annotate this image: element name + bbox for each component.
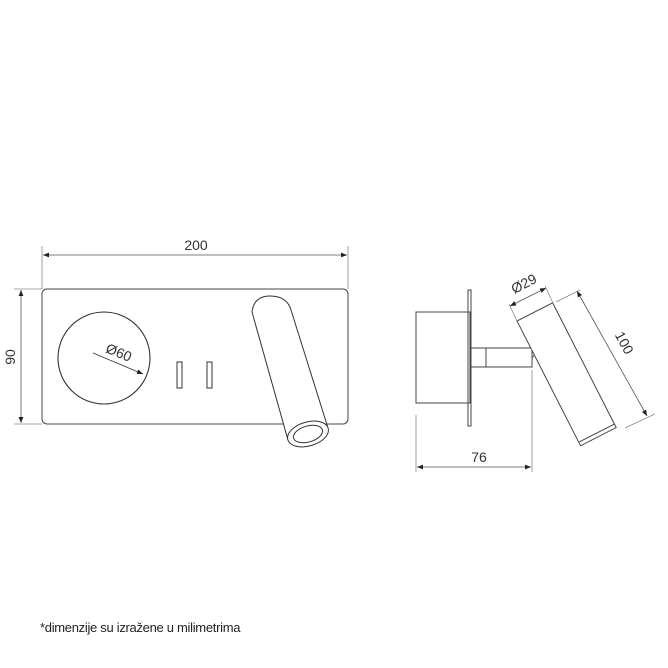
width-label: 200 — [184, 237, 208, 253]
diameter-leader — [92, 352, 144, 375]
lamp-tube — [251, 295, 329, 448]
tube-length-label: 100 — [612, 329, 637, 357]
extension-line — [624, 413, 656, 429]
lamp-arm — [470, 347, 533, 368]
tube-length-dimension-line — [576, 290, 648, 417]
side-view: Ø29 100 76 — [415, 270, 656, 472]
extension-line — [544, 285, 554, 304]
units-footnote: *dimenzije su izražene u milimetrima — [40, 620, 241, 635]
depth-label: 76 — [471, 449, 487, 465]
extension-line — [508, 303, 518, 322]
charger-circle — [57, 311, 151, 405]
tube-diameter-dimension-line — [509, 287, 547, 307]
height-label: 90 — [2, 349, 18, 365]
circle-diameter-label: Ø60 — [104, 340, 135, 365]
wall-plate — [41, 288, 349, 425]
usb-slot — [176, 361, 183, 389]
front-view: 200 90 Ø60 — [2, 237, 349, 448]
extension-line — [555, 289, 581, 303]
side-body — [415, 311, 471, 404]
usb-slot — [206, 361, 213, 389]
tube-diameter-label: Ø29 — [508, 270, 539, 296]
